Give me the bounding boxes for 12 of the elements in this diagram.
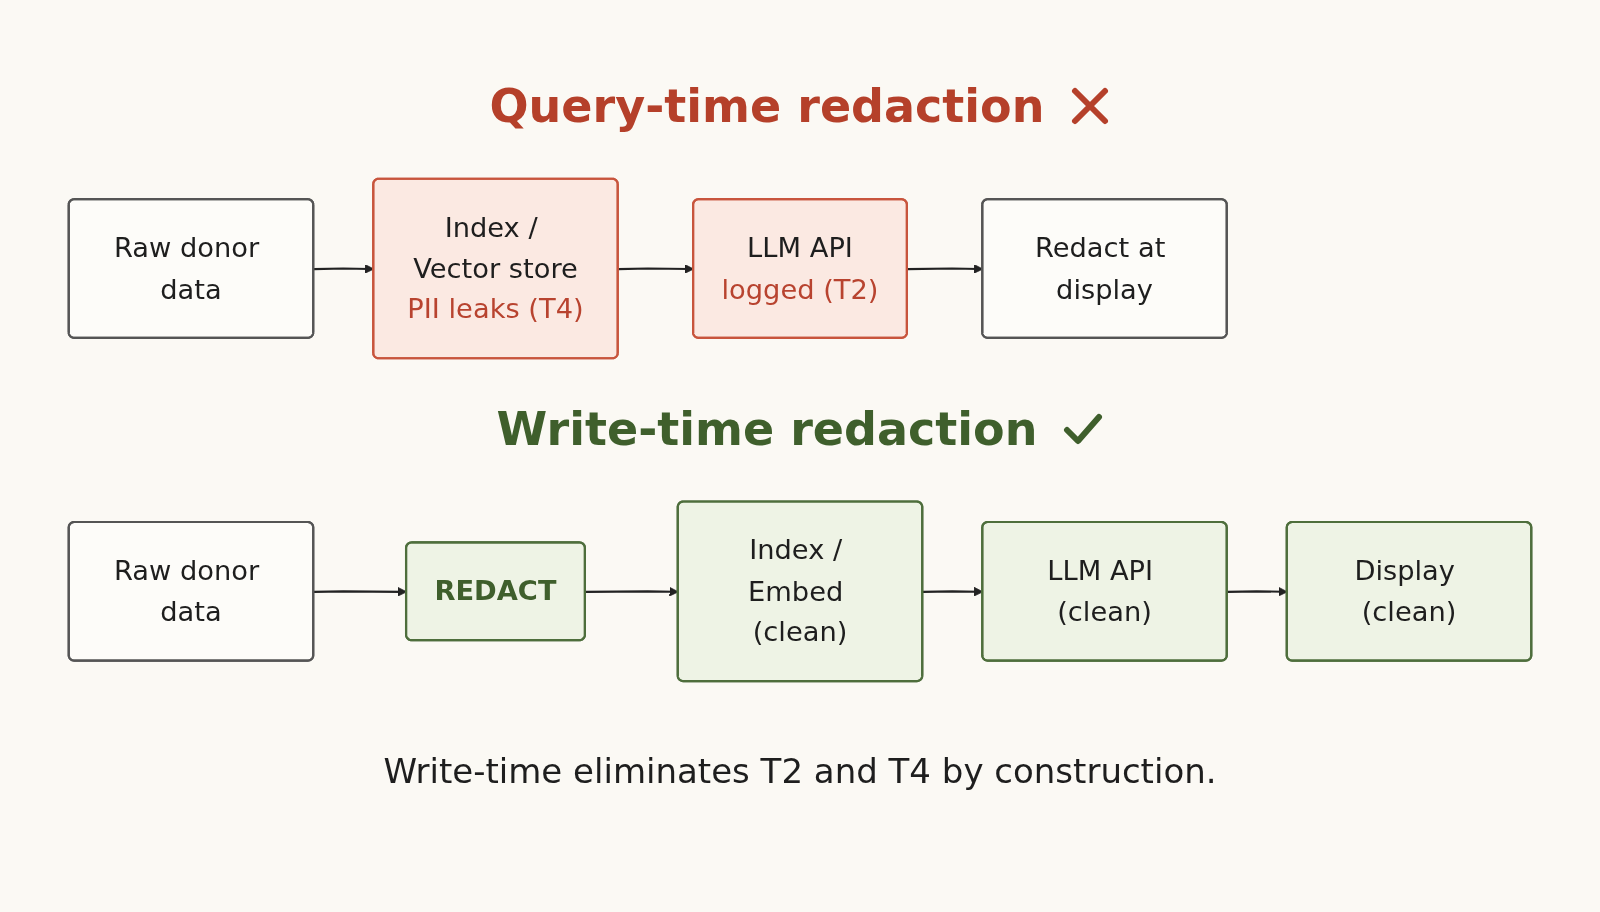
process-box: Index / Embed (clean) [676, 500, 924, 683]
process-box: Index / Vector store PII leaks (T4) [372, 177, 619, 360]
process-box: Redact at display [981, 198, 1228, 339]
process-box: REDACT [405, 541, 586, 642]
section-heading: Write-time redaction [496, 401, 1038, 456]
process-box: Raw donor data [67, 521, 315, 662]
caption: Write-time eliminates T2 and T4 by construction. [383, 751, 1217, 792]
section-heading: Query-time redaction [489, 78, 1045, 133]
process-box: Display (clean) [1285, 521, 1533, 662]
process-box: LLM API logged (T2) [692, 198, 908, 339]
process-box: Raw donor data [67, 198, 315, 339]
process-box: LLM API (clean) [981, 521, 1228, 662]
